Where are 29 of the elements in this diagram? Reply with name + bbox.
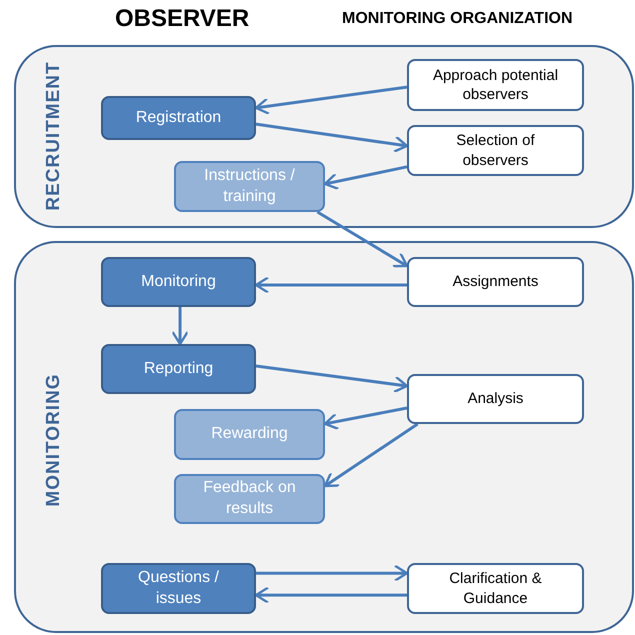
process-box: Monitoring	[101, 257, 256, 307]
group-panel	[14, 45, 634, 228]
arrow	[324, 165, 408, 190]
group-panel	[14, 241, 634, 633]
process-box: Clarification & Guidance	[407, 563, 584, 614]
arrow	[171, 307, 189, 346]
process-box: Analysis	[407, 374, 584, 424]
process-box: Questions / issues	[101, 563, 256, 614]
arrow	[256, 364, 408, 394]
process-box: Rewarding	[174, 409, 325, 460]
arrow	[324, 422, 418, 488]
arrow	[254, 86, 408, 115]
column-heading: MONITORING ORGANIZATION	[342, 10, 573, 28]
process-box: Reporting	[101, 344, 256, 394]
process-box: Registration	[101, 96, 256, 140]
process-box: Feedback on results	[174, 474, 325, 524]
section-title: RECRUITMENT	[43, 61, 65, 211]
process-box: Instructions / training	[174, 161, 325, 212]
arrow	[254, 276, 407, 294]
arrow	[316, 210, 408, 268]
arrow	[254, 586, 407, 604]
process-box: Assignments	[407, 257, 584, 307]
arrow	[256, 122, 408, 153]
arrow	[256, 564, 408, 582]
process-box: Selection of observers	[407, 125, 584, 176]
column-heading: OBSERVER	[115, 5, 250, 33]
process-box: Approach potential observers	[407, 59, 584, 111]
arrow	[324, 406, 408, 430]
section-title: MONITORING	[43, 373, 65, 507]
